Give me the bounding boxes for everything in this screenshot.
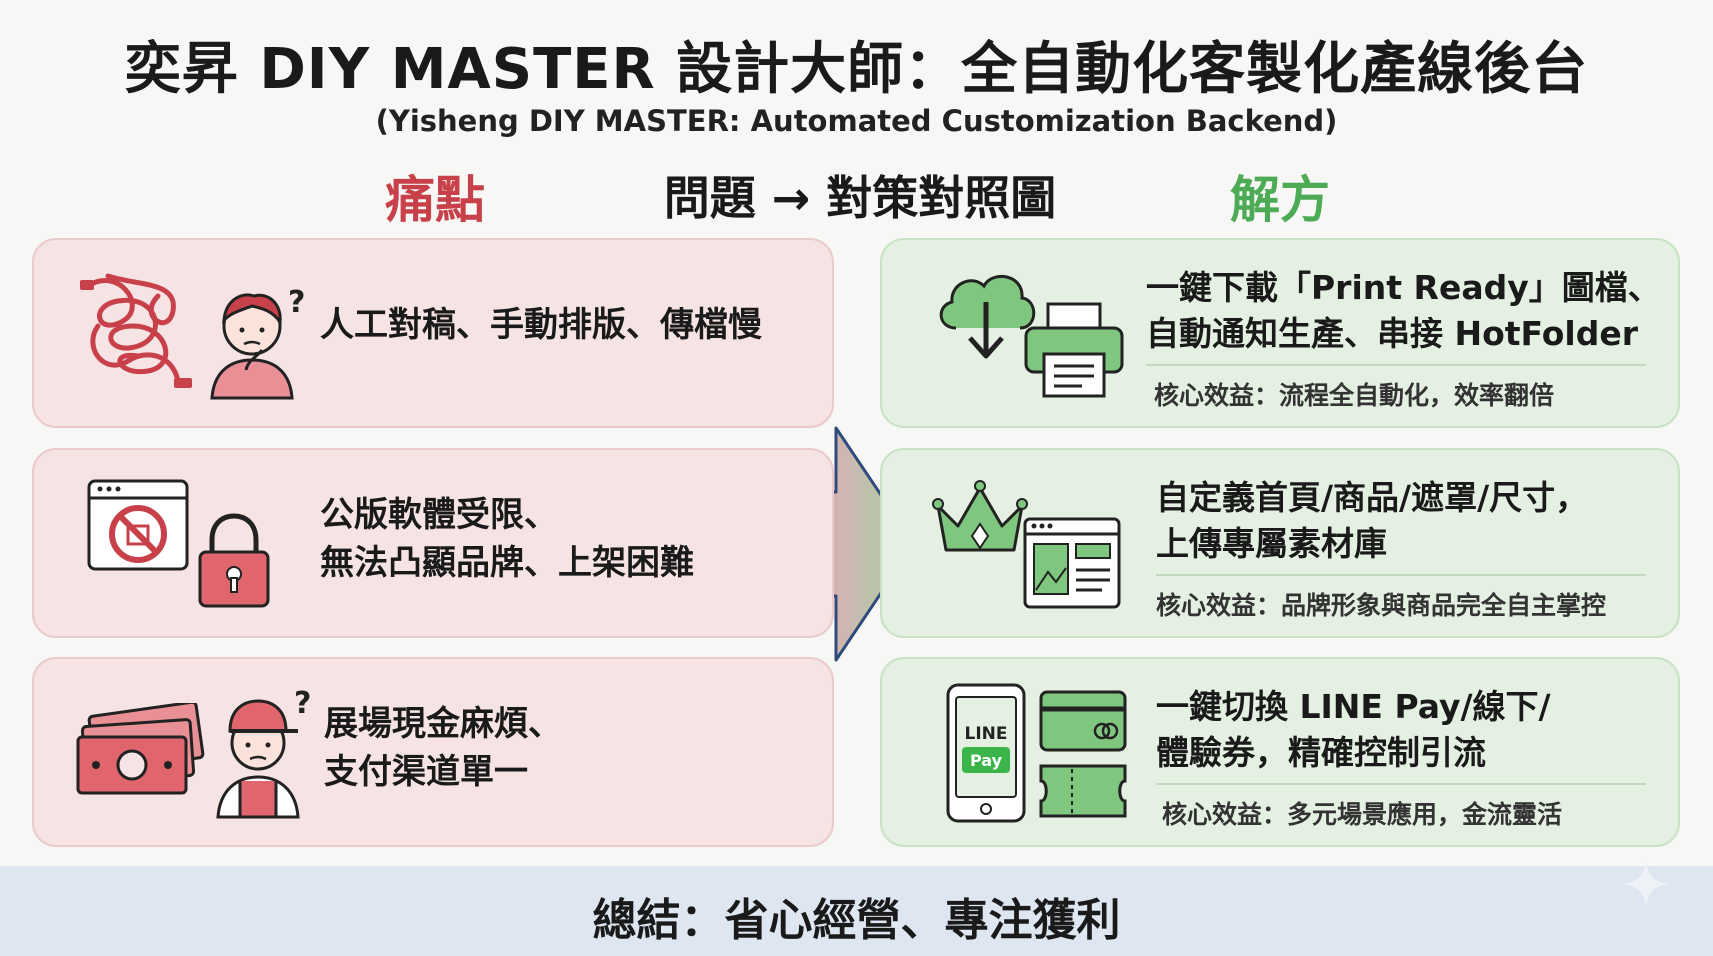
page-title: 奕昇 DIY MASTER 設計大師：全自動化客製化產線後台 [124, 37, 1589, 102]
summary-bar [0, 866, 1713, 956]
crown-icon [932, 480, 1028, 552]
benefit-text: 核心效益：流程全自動化，效率翻倍 [1154, 381, 1555, 410]
vendor-person-icon: ? [216, 686, 311, 819]
pain-card-manual-work: ? 人工對稿、手動排版、傳檔慢 [32, 238, 834, 428]
pain-card-payment: ? 展場現金麻煩、 支付渠道單一 [32, 657, 834, 847]
benefit-text: 核心效益：多元場景應用，金流靈活 [1162, 800, 1563, 829]
solution-text-line-1: 一鍵下載「Print Ready」圖檔、 [1146, 268, 1661, 307]
pain-text-line-1: 展場現金麻煩、 [324, 704, 562, 744]
line-brand-text: LINE [965, 724, 1008, 744]
solution-card-customization: 自定義首頁/商品/遮罩/尺寸， 上傳專屬素材庫 核心效益：品牌形象與商品完全自主… [880, 448, 1680, 638]
solution-text-line-2: 體驗券，精確控制引流 [1156, 733, 1486, 772]
solution-column-label: 解方 [1230, 171, 1330, 229]
webpage-layout-icon [1023, 517, 1121, 609]
solution-text-line-2: 上傳專屬素材庫 [1156, 524, 1387, 563]
solution-card-print-ready: 一鍵下載「Print Ready」圖檔、 自動通知生產、串接 HotFolder… [880, 238, 1680, 428]
svg-text:?: ? [288, 285, 305, 320]
benefit-divider [1156, 783, 1646, 785]
pain-text-line-2: 無法凸顯品牌、上架困難 [320, 543, 694, 583]
summary-text: 總結：省心經營、專注獲利 [592, 895, 1121, 946]
solution-text-line-1: 一鍵切換 LINE Pay/線下/ [1156, 687, 1551, 726]
page-subtitle: (Yisheng DIY MASTER: Automated Customiza… [375, 104, 1338, 138]
pain-text: 人工對稿、手動排版、傳檔慢 [320, 305, 762, 345]
ticket-icon [1039, 764, 1127, 818]
cash-bills-icon [76, 703, 205, 795]
solution-text-line-1: 自定義首頁/商品/遮罩/尺寸， [1156, 478, 1589, 517]
sparkle-icon [1622, 860, 1670, 908]
cloud-download-icon [939, 275, 1036, 359]
padlock-icon [198, 513, 270, 608]
pain-column-label: 痛點 [385, 171, 485, 229]
solution-text-line-2: 自動通知生產、串接 HotFolder [1146, 314, 1639, 353]
credit-card-icon [1039, 690, 1127, 752]
tangled-cables-icon [80, 273, 192, 388]
benefit-divider [1146, 364, 1646, 366]
blocked-software-icon [87, 479, 189, 571]
benefit-text: 核心效益：品牌形象與商品完全自主掌控 [1156, 591, 1607, 620]
printer-icon [1024, 302, 1124, 398]
pay-text: Pay [970, 751, 1003, 770]
center-column-label: 問題 → 對策對照圖 [663, 171, 1057, 225]
benefit-divider [1156, 574, 1646, 576]
confused-person-icon: ? [210, 285, 305, 400]
solution-card-payment-switch: LINE Pay 一鍵切換 LINE Pay/線下/ 體驗券，精確控制引流 核心… [880, 657, 1680, 847]
pain-text-line-1: 公版軟體受限、 [320, 495, 558, 535]
pain-card-limited-software: 公版軟體受限、 無法凸顯品牌、上架困難 [32, 448, 834, 638]
phone-line-pay-icon: LINE Pay [946, 683, 1026, 823]
pain-text-line-2: 支付渠道單一 [324, 752, 528, 792]
svg-text:?: ? [294, 686, 311, 721]
